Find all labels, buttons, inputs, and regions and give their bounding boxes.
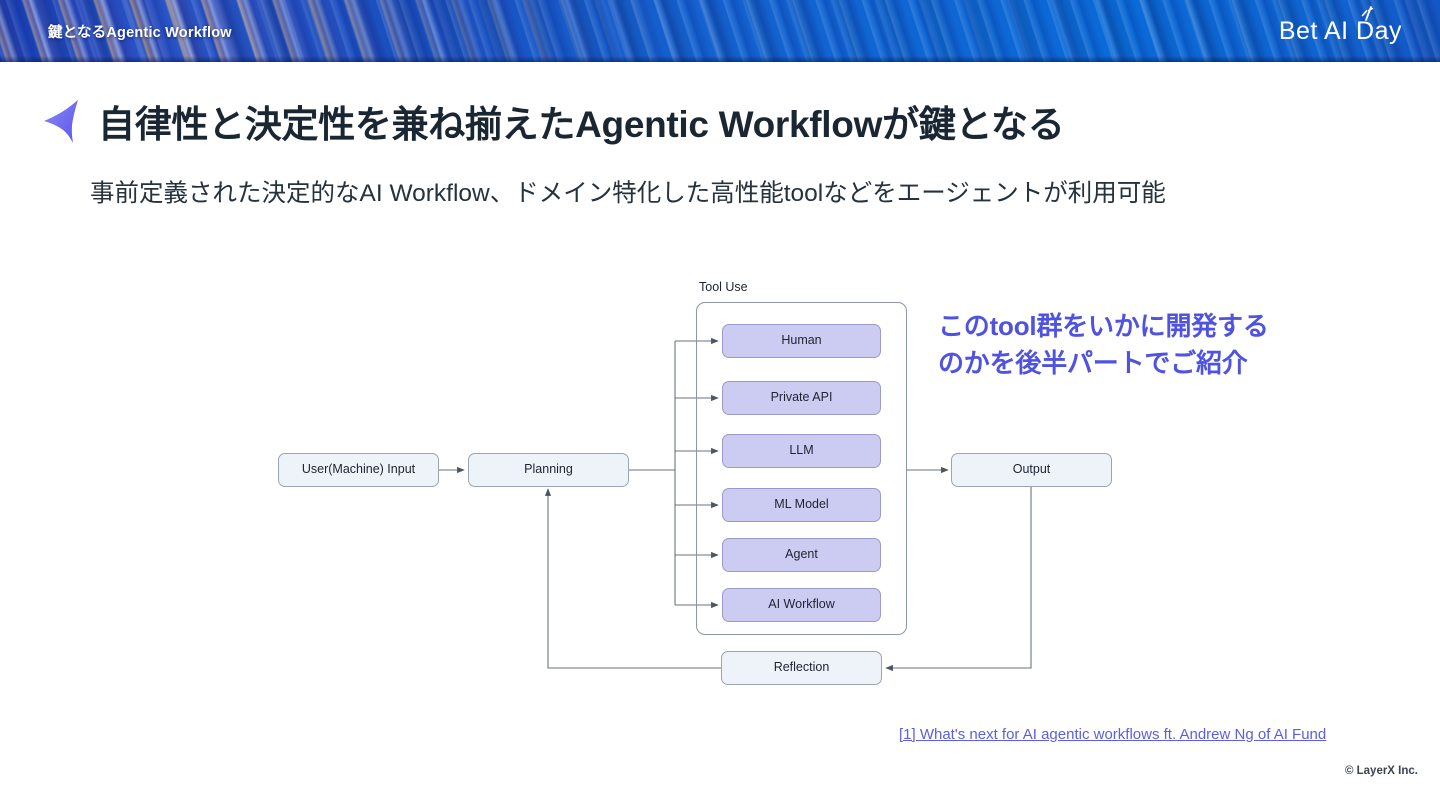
copyright-text: © LayerX Inc. (1344, 765, 1418, 777)
node-llm-label: LLM (789, 443, 814, 458)
node-planning[interactable]: Planning (468, 453, 629, 487)
node-user-input[interactable]: User(Machine) Input (278, 453, 439, 487)
spark-icon (1361, 6, 1374, 21)
annotation-line-2: のかを後半パートでご紹介 (938, 347, 1248, 378)
four-point-star-icon (44, 100, 78, 143)
node-agent-label: Agent (785, 547, 818, 562)
node-agent[interactable]: Agent (722, 538, 881, 572)
footnote-link[interactable]: [1] What's next for AI agentic workflows… (899, 726, 1327, 743)
page-title: 自律性と決定性を兼ね揃えたAgentic Workflowが鍵となる (98, 104, 1065, 145)
page-subtitle: 事前定義された決定的なAI Workflow、ドメイン特化した高性能toolなど… (90, 180, 1166, 207)
node-private-api-label: Private API (770, 390, 833, 405)
node-output[interactable]: Output (951, 453, 1112, 487)
node-llm[interactable]: LLM (722, 434, 881, 468)
node-ai-workflow-label: AI Workflow (768, 597, 835, 612)
tool-group-label: Tool Use (699, 280, 748, 294)
node-human-label: Human (781, 333, 822, 348)
header-bottom-shade (0, 56, 1440, 62)
header-banner: 鍵となるAgentic Workflow Bet AI Day (0, 0, 1440, 62)
brand-logo: Bet AI Day (1278, 6, 1402, 46)
node-reflection[interactable]: Reflection (721, 651, 882, 685)
node-private-api[interactable]: Private API (722, 381, 881, 415)
node-output-label: Output (1012, 462, 1051, 477)
annotation-callout: このtool群をいかに開発する のかを後半パートでご紹介 (938, 308, 1368, 382)
node-reflection-label: Reflection (773, 660, 830, 675)
brand-label: Bet AI Day (1278, 17, 1402, 45)
tool-use-group (696, 302, 907, 635)
node-ai-workflow[interactable]: AI Workflow (722, 588, 881, 622)
header-kicker: 鍵となるAgentic Workflow (48, 25, 232, 41)
title-row: 自律性と決定性を兼ね揃えたAgentic Workflowが鍵となる (40, 94, 1065, 148)
node-ml-model[interactable]: ML Model (722, 488, 881, 522)
node-ml-model-label: ML Model (774, 497, 829, 512)
annotation-line-1: このtool群をいかに開発する (938, 311, 1269, 341)
node-human[interactable]: Human (722, 324, 881, 358)
node-planning-label: Planning (524, 462, 573, 477)
edge-output-to-reflection (885, 487, 1032, 672)
node-user-input-label: User(Machine) Input (301, 462, 416, 477)
